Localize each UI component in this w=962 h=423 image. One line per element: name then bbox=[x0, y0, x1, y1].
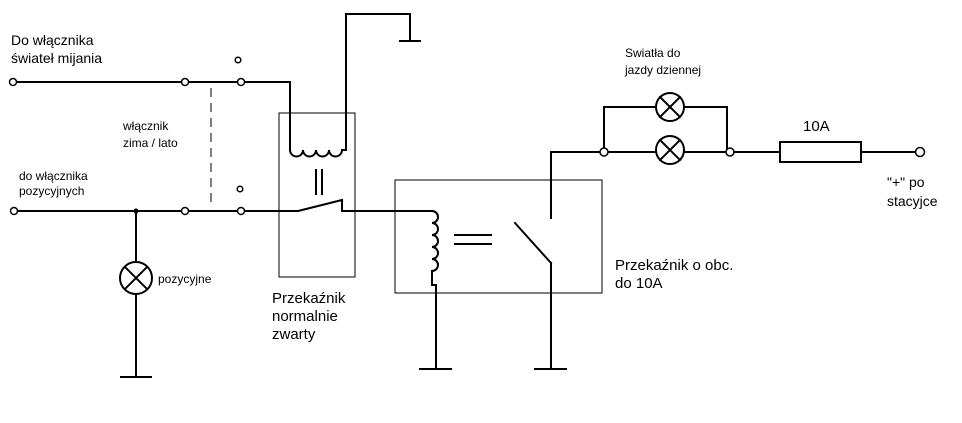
load-relay-coil bbox=[419, 209, 452, 370]
load-relay-label: Przekaźnik o obc. do 10A bbox=[615, 257, 738, 292]
nc-relay-armature bbox=[315, 169, 323, 195]
position-node bbox=[180, 206, 190, 216]
switch-contact-bottom-open bbox=[236, 185, 244, 193]
load-relay-box bbox=[394, 179, 603, 294]
nc-relay-coil bbox=[288, 13, 421, 158]
position-terminal bbox=[9, 206, 19, 216]
nc-relay-contact bbox=[296, 198, 429, 213]
position-lamp-circuit bbox=[119, 210, 153, 378]
switch-contact-bottom bbox=[236, 206, 246, 216]
drl-node-left bbox=[599, 147, 609, 157]
drl-lamp-bottom bbox=[655, 135, 685, 165]
low-beam-wire bbox=[16, 81, 291, 151]
low-beam-node bbox=[180, 77, 190, 87]
nc-relay-box bbox=[278, 112, 356, 278]
power-label: "+" po stacyjce bbox=[887, 174, 938, 209]
switch-contact-top bbox=[236, 77, 246, 87]
load-relay-switch bbox=[513, 151, 567, 370]
drl-node-right bbox=[725, 147, 735, 157]
nc-relay-label: Przekaźnik normalnie zwarty bbox=[272, 290, 350, 343]
drl-lamp-top bbox=[655, 92, 685, 122]
low-beam-terminal bbox=[8, 77, 18, 87]
fuse-label: 10A bbox=[803, 118, 830, 135]
load-relay-armature bbox=[454, 234, 492, 245]
drl-circuit bbox=[550, 106, 917, 153]
position-input-label: do włącznika pozycyjnych bbox=[19, 169, 91, 198]
position-lamp-label: pozycyjne bbox=[158, 272, 212, 286]
drl-label: Swiatła do jazdy dziennej bbox=[624, 46, 701, 77]
low-beam-label: Do włącznika świateł mijania bbox=[11, 32, 102, 66]
power-terminal bbox=[914, 146, 926, 158]
fuse bbox=[779, 141, 862, 163]
switch-contact-top-open bbox=[234, 56, 242, 64]
summer-winter-label: włącznik zima / lato bbox=[122, 119, 178, 150]
